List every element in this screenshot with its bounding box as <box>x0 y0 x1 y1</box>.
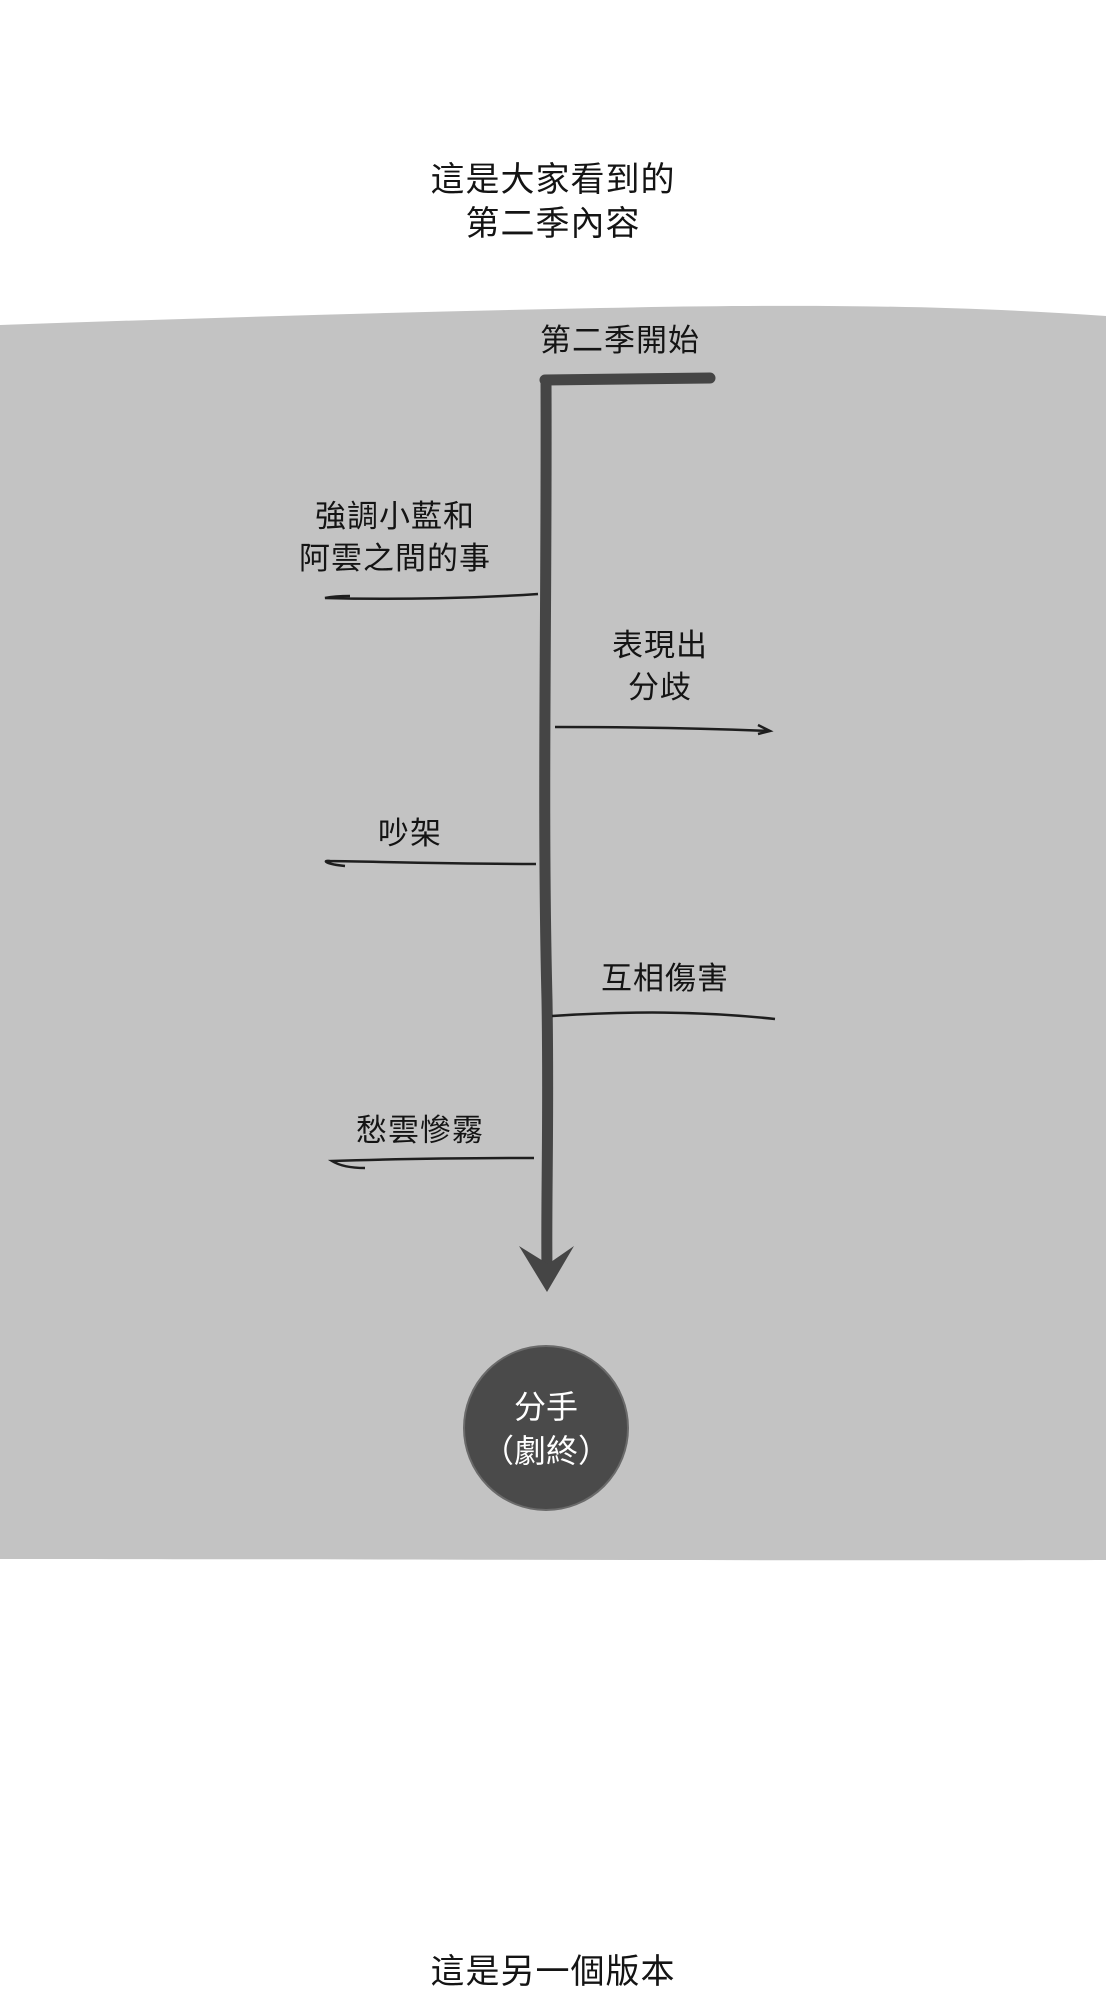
event-3-line1: 吵架 <box>378 816 442 852</box>
event-3: 吵架 <box>350 813 470 855</box>
end-node-line1: 分手 <box>513 1388 578 1426</box>
event-4: 互相傷害 <box>580 958 750 1000</box>
end-node-line2: （劇終） <box>481 1432 610 1470</box>
end-node-label: 分手 （劇終） <box>463 1385 629 1473</box>
event-1-line1: 強調小藍和 <box>315 499 475 535</box>
branch-line-2 <box>554 723 774 736</box>
header-caption-line1: 這是大家看到的 <box>430 160 676 200</box>
end-node-circle <box>463 1345 629 1511</box>
header-caption-line2: 第二季內容 <box>465 204 641 244</box>
timeline-line <box>539 379 554 1271</box>
arrowhead-icon <box>519 1246 574 1292</box>
branch-line-5 <box>327 1156 535 1170</box>
event-5-line1: 愁雲慘霧 <box>356 1113 484 1149</box>
event-4-line1: 互相傷害 <box>601 961 729 997</box>
start-label: 第二季開始 <box>540 323 700 359</box>
event-2-line2: 分歧 <box>628 670 692 706</box>
event-1: 強調小藍和 阿雲之間的事 <box>270 496 520 580</box>
event-2: 表現出 分歧 <box>570 625 750 709</box>
branch-line-3 <box>324 859 537 868</box>
start-bar <box>539 372 716 386</box>
header-caption: 這是大家看到的 第二季內容 <box>0 158 1106 246</box>
branch-line-4 <box>551 1011 776 1021</box>
event-5: 愁雲慘霧 <box>335 1110 505 1152</box>
footer-caption: 這是另一個版本 <box>430 1952 676 1992</box>
gray-panel <box>0 305 1106 1561</box>
event-1-line2: 阿雲之間的事 <box>299 541 491 577</box>
branch-line-1 <box>324 592 539 601</box>
event-2-line1: 表現出 <box>612 628 708 664</box>
